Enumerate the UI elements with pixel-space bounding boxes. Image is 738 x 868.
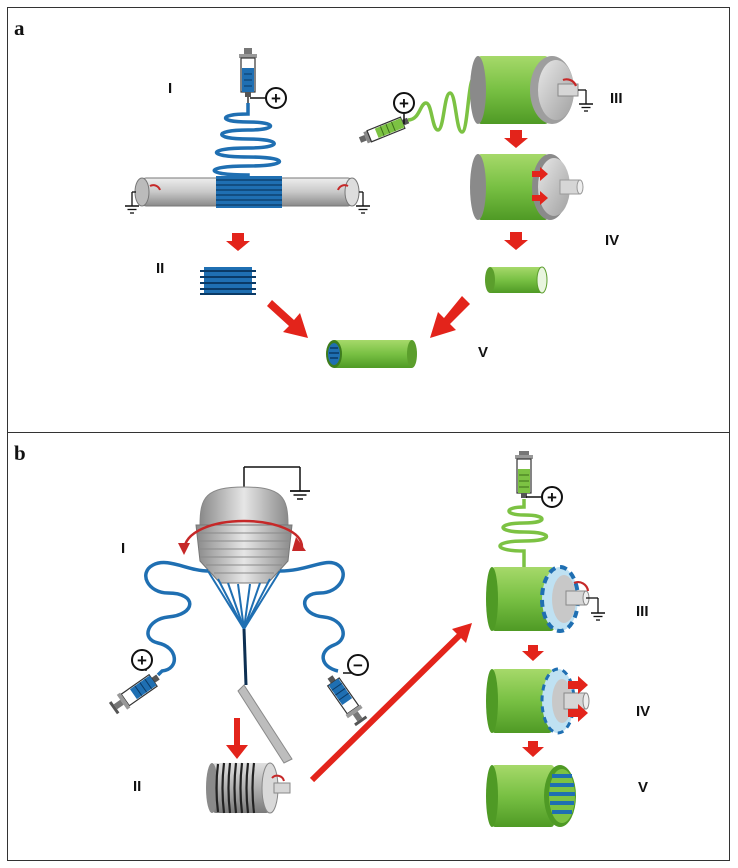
- panel-a-arrow-down-left: [226, 233, 250, 251]
- panel-b-stage-V: V: [638, 779, 649, 796]
- panel-a-stage-III: III: [610, 90, 623, 107]
- panel-a-arrow-IV-tube: [504, 232, 528, 250]
- panel-a-artwork: +: [125, 48, 593, 368]
- panel-a-composite-tube: [326, 340, 417, 368]
- panel-a-letter: a: [14, 16, 25, 40]
- panel-b-final-tube: [486, 765, 576, 827]
- panel-b-stage-III: III: [636, 603, 649, 620]
- panel-a: a I II III IV V: [7, 7, 730, 433]
- panel-b-green-jet: [498, 499, 548, 567]
- panel-a-stage-V: V: [478, 344, 489, 361]
- panel-a-syringe-top: +: [239, 48, 287, 109]
- panel-b-arrow-IV-V: [522, 741, 544, 757]
- panel-b-plus-sign-top: +: [547, 488, 557, 507]
- panel-a-fiber-bundle: [200, 267, 256, 295]
- panel-b-arrow-II-III-head: [452, 623, 472, 643]
- panel-b-yarn-spool: [206, 762, 291, 814]
- panel-b-stage-IV: IV: [636, 703, 651, 720]
- panel-a-green-tube: [485, 266, 548, 294]
- panel-b-drum-III: [486, 565, 605, 633]
- panel-b-fiber-fan: [207, 570, 281, 630]
- panel-a-syringe-green: +: [358, 92, 415, 144]
- panel-b-syringe-left: +: [108, 649, 160, 715]
- panel-b-yarn: [242, 628, 248, 686]
- panel-a-stage-IV: IV: [605, 232, 620, 249]
- panel-b-left-jet: [144, 560, 209, 677]
- panel-a-plus-sign-green: +: [399, 94, 409, 113]
- panel-b-funnel-collector: [178, 466, 310, 584]
- panel-a-fiber-jet: [212, 103, 282, 183]
- panel-a-arrow-III-IV: [504, 130, 528, 148]
- panel-b-stage-II: II: [133, 778, 142, 795]
- panel-a-drum-IV: [470, 154, 584, 220]
- panel-a-stage-II: II: [156, 260, 165, 277]
- panel-a-stage-I: I: [168, 80, 173, 97]
- panel-b-syringe-right: −: [326, 654, 369, 727]
- panel-a-plus-sign: +: [271, 89, 281, 108]
- panel-b-artwork: + −: [108, 451, 605, 827]
- panel-a-drum-III: [470, 56, 593, 124]
- panel-b-arrow-II-III-shaft: [309, 628, 467, 783]
- panel-b-minus-sign-right: −: [353, 656, 363, 675]
- panel-a-mandrel: [125, 176, 370, 214]
- panel-b-stage-I: I: [121, 540, 126, 557]
- panel-b-yarn-rod: [237, 684, 293, 764]
- panel-b-letter: b: [14, 441, 26, 465]
- panel-b-arrow-I-II: [226, 718, 248, 759]
- panel-b-right-jet: [279, 560, 345, 673]
- panel-b: b I II III IV V: [7, 432, 730, 861]
- panel-b-plus-sign-left: +: [137, 651, 147, 670]
- panel-b-drum-IV: [486, 667, 590, 735]
- panel-b-arrow-III-IV: [522, 645, 544, 661]
- panel-a-arrow-to-composite-left: [267, 300, 308, 338]
- panel-a-arrow-to-composite-right: [430, 296, 470, 338]
- panel-b-syringe-top: +: [515, 451, 563, 508]
